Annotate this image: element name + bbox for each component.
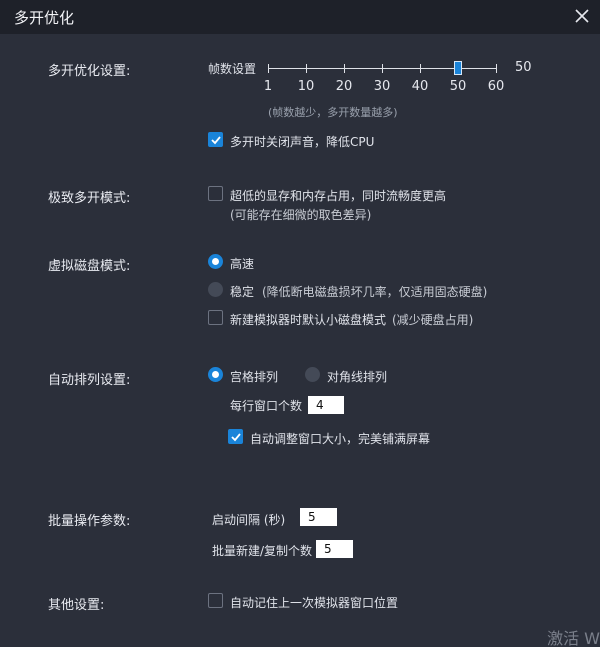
watermark: 激活 W xyxy=(547,629,600,647)
slider-tick-label: 20 xyxy=(335,79,353,94)
extreme-mode-label: 极致多开模式: xyxy=(48,191,131,206)
title-bar: 多开优化 xyxy=(0,0,600,34)
radio-fast[interactable] xyxy=(208,254,223,269)
slider-thumb[interactable] xyxy=(454,61,462,75)
slider-tick xyxy=(382,64,383,73)
slider-tick-label: 40 xyxy=(411,79,429,94)
other-settings-label: 其他设置: xyxy=(48,598,105,613)
slider-tick xyxy=(306,64,307,73)
mute-checkbox[interactable] xyxy=(208,132,223,147)
small-disk-checkbox[interactable] xyxy=(208,310,223,325)
frame-rate-value: 50 xyxy=(515,60,532,75)
auto-resize-label[interactable]: 自动调整窗口大小，完美铺满屏幕 xyxy=(250,432,431,446)
extreme-mode-option-label[interactable]: 超低的显存和内存占用，同时流畅度更高 xyxy=(230,189,447,203)
slider-tick-label: 30 xyxy=(373,79,391,94)
frame-rate-label: 帧数设置 xyxy=(208,62,257,76)
per-row-label: 每行窗口个数 xyxy=(230,399,303,413)
small-disk-label[interactable]: 新建模拟器时默认小磁盘模式 xyxy=(230,313,387,327)
remember-position-checkbox[interactable] xyxy=(208,593,223,608)
radio-grid[interactable] xyxy=(208,367,223,382)
slider-tick-label: 50 xyxy=(449,79,467,94)
radio-diagonal-label[interactable]: 对角线排列 xyxy=(327,370,388,384)
remember-position-label[interactable]: 自动记住上一次模拟器窗口位置 xyxy=(230,596,399,610)
slider-tick xyxy=(420,64,421,73)
checkmark-icon xyxy=(231,433,241,442)
auto-resize-checkbox[interactable] xyxy=(228,429,243,444)
mute-label[interactable]: 多开时关闭声音，降低CPU xyxy=(230,135,375,149)
extreme-mode-note: (可能存在细微的取色差异) xyxy=(230,208,372,222)
radio-stable-label[interactable]: 稳定 xyxy=(230,285,255,299)
radio-diagonal[interactable] xyxy=(305,367,320,382)
batch-count-label: 批量新建/复制个数 xyxy=(212,544,313,558)
slider-tick xyxy=(344,64,345,73)
slider-tick xyxy=(268,64,269,73)
interval-input[interactable]: 5 xyxy=(300,508,337,526)
multi-open-settings-label: 多开优化设置: xyxy=(48,64,131,79)
small-disk-note: (减少硬盘占用) xyxy=(392,313,474,327)
slider-tick-label: 10 xyxy=(297,79,315,94)
interval-label: 启动间隔 (秒) xyxy=(212,513,286,527)
frame-rate-hint: (帧数越少，多开数量越多) xyxy=(268,106,398,119)
batch-count-input[interactable]: 5 xyxy=(316,540,353,558)
slider-tick xyxy=(496,64,497,73)
close-icon[interactable] xyxy=(572,6,592,26)
radio-grid-label[interactable]: 宫格排列 xyxy=(230,370,279,384)
slider-tick-label: 60 xyxy=(487,79,505,94)
auto-arrange-label: 自动排列设置: xyxy=(48,373,131,388)
checkmark-icon xyxy=(211,136,221,145)
per-row-input[interactable]: 4 xyxy=(308,396,344,414)
stable-note: (降低断电磁盘损坏几率，仅适用固态硬盘) xyxy=(262,285,488,299)
slider-tick-label: 1 xyxy=(263,79,273,94)
batch-label: 批量操作参数: xyxy=(48,514,131,529)
window-title: 多开优化 xyxy=(14,9,75,27)
virtual-disk-label: 虚拟磁盘模式: xyxy=(48,259,131,274)
radio-fast-label[interactable]: 高速 xyxy=(230,257,255,271)
radio-stable[interactable] xyxy=(208,282,223,297)
extreme-mode-checkbox[interactable] xyxy=(208,186,223,201)
